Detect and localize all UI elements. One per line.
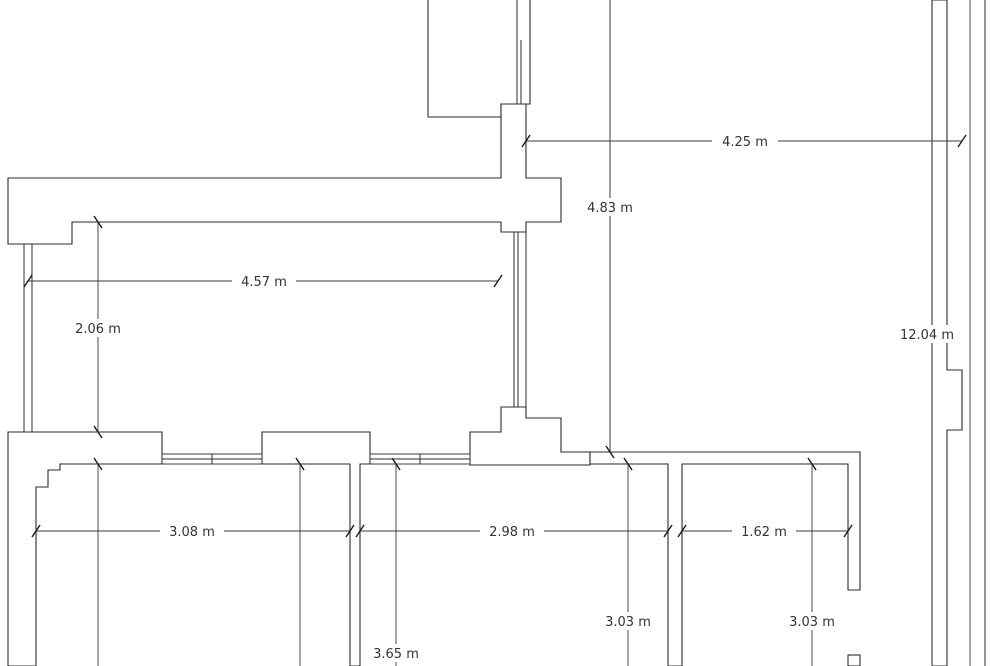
dim-label-lower-left-height: 3.65 m (373, 647, 419, 662)
dim-label-lower-right-width: 1.62 m (741, 525, 787, 540)
dim-label-top-right-width: 4.25 m (722, 135, 768, 150)
dim-label-right-total-height: 12.04 m (900, 328, 954, 343)
dim-label-center-height: 4.83 m (587, 201, 633, 216)
dim-label-lower-middle-height: 3.03 m (605, 615, 651, 630)
windows (161, 453, 471, 465)
wall-top-block (427, 0, 531, 118)
wall-row-right (589, 451, 861, 666)
wall-row-mid (261, 431, 371, 666)
dim-label-lower-middle-width: 2.98 m (489, 525, 535, 540)
wall-row-lower (7, 431, 163, 666)
wall-center-lower (469, 406, 591, 466)
dimension-labels: 4.25 m 4.83 m 4.57 m 2.06 m 12.04 m 3.08… (68, 132, 962, 662)
dim-label-lower-left-width: 3.08 m (169, 525, 215, 540)
fixture (847, 654, 861, 666)
dimension-lines (23, 0, 971, 666)
dim-label-upper-left-width: 4.57 m (241, 275, 287, 290)
wall-center (7, 103, 562, 245)
walls (7, 0, 986, 666)
dim-label-upper-left-height: 2.06 m (75, 322, 121, 337)
dim-label-lower-right-height: 3.03 m (789, 615, 835, 630)
